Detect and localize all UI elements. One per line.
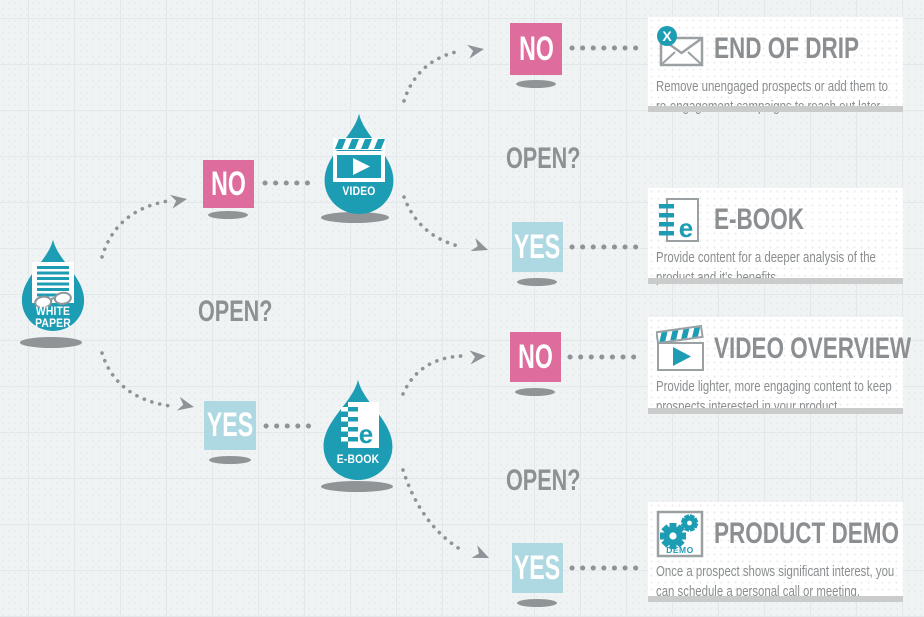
demo-label: DEMO xyxy=(666,545,694,555)
drop-label: VIDEO xyxy=(342,186,376,198)
decision-label: YES xyxy=(514,227,561,266)
outcome-card-video-overview: VIDEO OVERVIEW Provide lighter, more eng… xyxy=(648,317,911,415)
card-description: Once a prospect shows significant intere… xyxy=(656,563,895,600)
card-title: E-BOOK xyxy=(714,203,804,236)
shadow-ellipse xyxy=(209,456,251,464)
product-demo-gears-icon: DEMO xyxy=(656,510,704,558)
decision-label: YES xyxy=(514,548,561,587)
shadow-ellipse xyxy=(321,212,389,223)
card-header: VIDEO OVERVIEW xyxy=(656,325,911,373)
arrow-ebook-to-no xyxy=(401,354,464,396)
drip-node-ebook: e E-BOOK xyxy=(317,378,399,480)
drip-node-white-paper: WHITE PAPER xyxy=(16,238,90,331)
card-bottom-edge xyxy=(648,106,903,112)
drip-node-video: VIDEO xyxy=(318,112,400,214)
arrowhead-icon xyxy=(470,237,488,252)
arrow-ebook-to-yes xyxy=(401,468,465,553)
shadow-ellipse xyxy=(515,388,555,396)
arrowhead-icon xyxy=(469,350,486,365)
outcome-card-ebook: e E-BOOK Provide content for a deeper an… xyxy=(648,188,903,286)
drop-label: E-BOOK xyxy=(336,454,380,466)
arrowhead-icon xyxy=(467,44,484,59)
outcome-card-end-of-drip: X END OF DRIP Remove unengaged prospects… xyxy=(648,17,903,115)
card-title: VIDEO OVERVIEW xyxy=(714,332,912,365)
drop-label: WHITE PAPER xyxy=(35,306,71,330)
decision-box-yes-2: YES xyxy=(512,222,563,272)
decision-box-no-3: NO xyxy=(510,332,561,382)
white-paper-document-icon xyxy=(32,262,74,308)
card-bottom-edge xyxy=(648,278,903,284)
outcome-card-product-demo: DEMO PRODUCT DEMO Once a prospect shows … xyxy=(648,502,903,602)
play-triangle-icon xyxy=(353,158,370,175)
ebook-icon: e xyxy=(341,402,379,449)
arrow-video-to-yes xyxy=(402,195,464,249)
card-title: PRODUCT DEMO xyxy=(714,517,900,550)
arrowhead-icon xyxy=(170,194,187,209)
ebook-letter: e xyxy=(679,213,693,243)
arrow-whitepaper-to-no xyxy=(100,199,170,259)
shadow-ellipse xyxy=(20,337,82,348)
glasses-icon xyxy=(34,291,72,308)
arrowhead-icon xyxy=(176,396,194,411)
decision-label: NO xyxy=(518,337,553,376)
decision-box-no-2: NO xyxy=(510,23,562,75)
decision-label: YES xyxy=(206,406,254,444)
card-title: END OF DRIP xyxy=(714,32,860,65)
shadow-ellipse xyxy=(516,80,556,88)
shadow-ellipse xyxy=(208,211,248,219)
arrowhead-icon xyxy=(471,545,489,558)
decision-label: NO xyxy=(211,164,246,203)
play-triangle-icon xyxy=(673,347,691,366)
arrow-video-to-no xyxy=(402,49,462,103)
open-question-3: OPEN? xyxy=(506,464,581,497)
video-clapperboard-icon xyxy=(333,138,385,182)
shadow-ellipse xyxy=(517,599,557,607)
ebook-letter: e xyxy=(359,419,373,449)
open-question-1: OPEN? xyxy=(198,295,273,328)
x-badge-letter: X xyxy=(662,28,672,44)
open-question-2: OPEN? xyxy=(506,142,581,175)
shadow-ellipse xyxy=(321,481,393,492)
arrow-whitepaper-to-yes xyxy=(100,351,172,408)
decision-box-yes-3: YES xyxy=(512,543,563,593)
x-badge xyxy=(657,26,677,46)
decision-box-no-1: NO xyxy=(203,160,254,208)
decision-label: NO xyxy=(518,29,554,68)
video-clapperboard-icon xyxy=(656,325,704,371)
card-bottom-edge xyxy=(648,408,903,414)
shadow-ellipse xyxy=(517,278,557,286)
card-header: X END OF DRIP xyxy=(656,25,897,73)
end-of-drip-envelope-icon: X xyxy=(657,26,704,67)
card-header: DEMO PRODUCT DEMO xyxy=(656,510,900,558)
card-header: e E-BOOK xyxy=(656,196,897,244)
card-bottom-edge xyxy=(648,596,903,602)
decision-box-yes-1: YES xyxy=(204,401,256,450)
ebook-icon: e xyxy=(659,198,699,243)
